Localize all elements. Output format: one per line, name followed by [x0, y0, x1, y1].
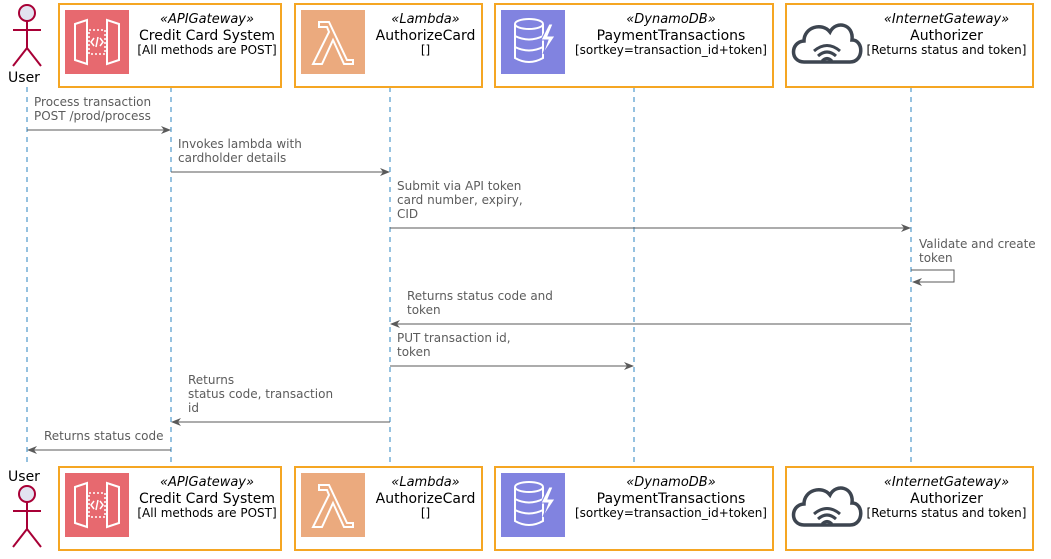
message-text: Submit via API token — [397, 179, 521, 193]
participant-authorizecard-top: «Lambda»AuthorizeCard[] — [294, 3, 483, 88]
message-text: id — [188, 401, 199, 415]
message-text: Returns — [188, 373, 234, 387]
message-arrow — [911, 269, 955, 286]
participant-paymenttransactions-bottom: «DynamoDB»PaymentTransactions[sortkey=tr… — [494, 466, 774, 551]
api-gateway-icon — [65, 10, 129, 74]
participant-authorizer-top: «InternetGateway»Authorizer[Returns stat… — [785, 3, 1034, 88]
participant-authorizecard-bottom: «Lambda»AuthorizeCard[] — [294, 466, 483, 551]
participant-stereotype: «InternetGateway» — [884, 12, 1009, 27]
participant-description: [] — [421, 506, 430, 520]
participant-description: [] — [421, 43, 430, 57]
message-text: token — [919, 251, 953, 265]
cloud-icon — [791, 486, 863, 527]
api-gateway-icon — [65, 473, 129, 537]
participant-name: PaymentTransactions — [597, 28, 746, 44]
participant-paymenttransactions-top: «DynamoDB»PaymentTransactions[sortkey=tr… — [494, 3, 774, 88]
message-text: card number, expiry, — [397, 193, 523, 207]
message-text: CID — [397, 207, 418, 221]
message-text: Process transaction — [34, 95, 151, 109]
actor-label: User — [8, 70, 40, 86]
dynamodb-icon — [501, 10, 565, 74]
message-text: Returns status code and — [407, 289, 553, 303]
participant-stereotype: «InternetGateway» — [884, 475, 1009, 490]
message-text: cardholder details — [178, 151, 286, 165]
participant-description: [sortkey=transaction_id+token] — [575, 43, 767, 57]
participant-authorizer-bottom: «InternetGateway»Authorizer[Returns stat… — [785, 466, 1034, 551]
message-text: PUT transaction id, — [397, 331, 511, 345]
participant-name: PaymentTransactions — [597, 491, 746, 507]
lambda-icon — [301, 10, 365, 74]
message-text: Returns status code — [44, 429, 164, 443]
participant-description: [Returns status and token] — [867, 506, 1027, 520]
participant-stereotype: «DynamoDB» — [626, 12, 716, 27]
dynamodb-icon — [501, 473, 565, 537]
actor-label: User — [8, 469, 40, 485]
actor-user-bottom: User — [8, 469, 42, 548]
participant-name: Credit Card System — [139, 491, 275, 507]
message-text: status code, transaction — [188, 387, 333, 401]
participant-name: AuthorizeCard — [376, 28, 476, 44]
participant-name: AuthorizeCard — [376, 491, 476, 507]
participant-description: [Returns status and token] — [867, 43, 1027, 57]
participant-name: Credit Card System — [139, 28, 275, 44]
participant-name: Authorizer — [910, 491, 983, 507]
lambda-icon — [301, 473, 365, 537]
participant-stereotype: «APIGateway» — [160, 12, 254, 27]
participant-stereotype: «Lambda» — [391, 475, 459, 490]
actor-user-top: User — [8, 4, 42, 86]
message-text: Invokes lambda with — [178, 137, 302, 151]
message-text: token — [397, 345, 431, 359]
message-text: token — [407, 303, 441, 317]
participant-name: Authorizer — [910, 28, 983, 44]
participant-description: [All methods are POST] — [137, 43, 276, 57]
message-8: Returns status code — [27, 429, 171, 454]
message-text: Validate and create — [919, 237, 1036, 251]
actor-icon — [12, 4, 42, 67]
participant-description: [sortkey=transaction_id+token] — [575, 506, 767, 520]
participant-stereotype: «APIGateway» — [160, 475, 254, 490]
cloud-icon — [791, 23, 863, 64]
participant-credit-card-system-top: «APIGateway»Credit Card System[All metho… — [58, 3, 282, 88]
participant-stereotype: «Lambda» — [391, 12, 459, 27]
message-text: POST /prod/process — [34, 109, 151, 123]
participant-description: [All methods are POST] — [137, 506, 276, 520]
participant-stereotype: «DynamoDB» — [626, 475, 716, 490]
message-6: PUT transaction id,token — [390, 331, 634, 370]
actor-icon — [12, 485, 42, 548]
participant-credit-card-system-bottom: «APIGateway»Credit Card System[All metho… — [58, 466, 282, 551]
